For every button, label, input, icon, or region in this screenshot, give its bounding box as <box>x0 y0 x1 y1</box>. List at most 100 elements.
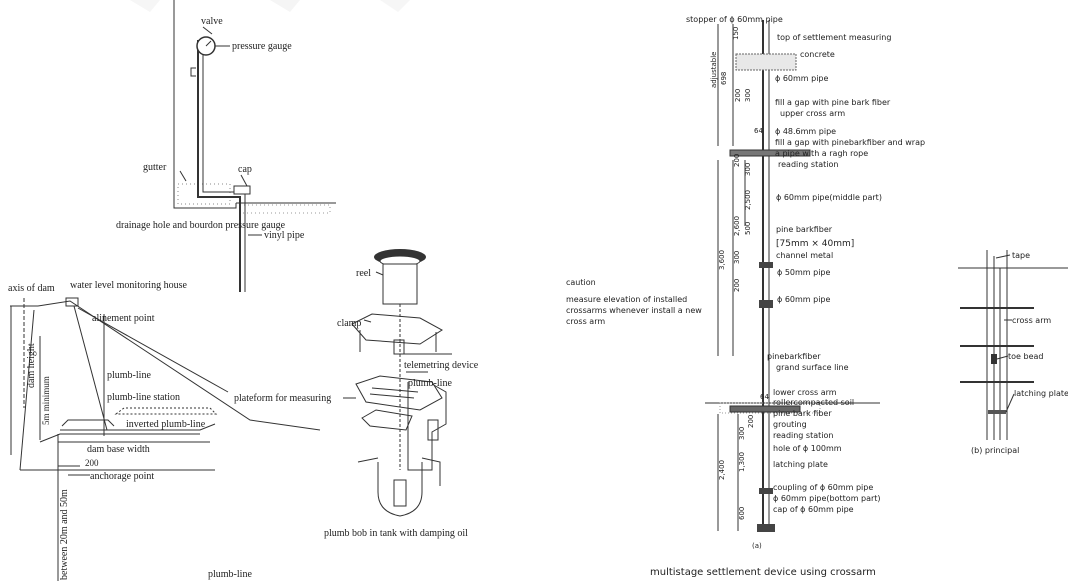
tank-base <box>357 457 441 486</box>
label-valve: valve <box>201 16 223 27</box>
plumb-bob-icon <box>393 479 407 507</box>
label-anchorage: anchorage point <box>90 471 154 482</box>
dim-2600: 2,600 <box>733 216 741 236</box>
label-alinement: alinement point <box>92 313 155 324</box>
coupling-2 <box>759 300 773 308</box>
settle-label-10: ϕ 60mm pipe(middle part) <box>776 193 882 202</box>
label-between: between 20m and 50m <box>59 489 70 580</box>
label-cap: cap <box>238 164 252 175</box>
dim-200: 200 <box>734 89 742 102</box>
label-base-width: dam base width <box>87 444 150 455</box>
dim-300d: 300 <box>738 427 746 440</box>
plumb-line-diagram: axis of dam water level monitoring house… <box>8 280 321 581</box>
dim-150: 150 <box>732 27 740 40</box>
dim-698: 698 <box>720 72 728 85</box>
upper-cross-arm <box>729 149 811 157</box>
principal-diagram: tape cross arm toe bead latching plate (… <box>958 250 1068 455</box>
lower-cross-arm <box>729 405 801 413</box>
upstream-face <box>19 309 35 471</box>
settle-label-24: latching plate <box>773 460 828 469</box>
plumb-device-diagram: reel clamp telemetring device plumb-line… <box>234 249 479 539</box>
gallery-top <box>60 423 216 431</box>
settle-label-2: concrete <box>800 50 835 59</box>
coupling-1 <box>759 262 773 268</box>
settle-label-7: fill a gap with pinebarkfiber and wrap <box>775 138 925 147</box>
settle-label-25: coupling of ϕ 60mm pipe <box>773 483 873 492</box>
label-monitoring-house: water level monitoring house <box>70 280 187 291</box>
leader-reel <box>375 271 384 276</box>
plumb-line-diag <box>77 307 229 393</box>
leader-cap <box>240 174 248 187</box>
settle-label-6: ϕ 48.6mm pipe <box>775 127 836 136</box>
clamp-block <box>393 339 405 355</box>
settle-label-9: reading station <box>778 160 838 169</box>
settle-label-3: ϕ 60mm pipe <box>775 74 829 83</box>
dim-3600: 3,600 <box>718 250 726 270</box>
label-plateform: plateform for measuring <box>234 393 331 404</box>
label-inverted-plumb: inverted plumb-line <box>126 419 206 430</box>
leader-clamp <box>363 319 372 323</box>
coupling-3 <box>759 488 773 494</box>
label-gutter: gutter <box>143 162 167 173</box>
settle-label-22: reading station <box>773 431 833 440</box>
dim-2400: 2,400 <box>718 460 726 480</box>
settle-label-11: pine barkfiber <box>776 225 833 234</box>
dim-200b: 200 <box>733 154 741 167</box>
settlement-diagram: 150 698 adjustable 200 300 64 200 3,600 … <box>566 15 925 578</box>
watermark-shape-1 <box>130 0 160 12</box>
dam-profile <box>37 300 321 431</box>
label-axis-of-dam: axis of dam <box>8 283 55 294</box>
monitoring-house-icon <box>65 297 79 307</box>
drain-pipe-inner <box>202 40 246 292</box>
gutter-fill <box>177 183 231 205</box>
leader-toe-bead <box>996 355 1009 360</box>
settle-label-20: pine bark fiber <box>773 409 832 418</box>
settle-label-21: grouting <box>773 420 807 429</box>
settle-label-17: grand surface line <box>776 363 849 372</box>
settle-label-5: upper cross arm <box>780 109 845 118</box>
lower-platform <box>361 409 413 431</box>
caution-line-1: measure elevation of installed <box>566 295 687 304</box>
reel-housing <box>382 263 418 305</box>
label-latching-plate: latching plate <box>1014 389 1068 398</box>
dim-600: 600 <box>738 507 746 520</box>
toe-bead-icon <box>991 354 997 364</box>
settle-label-19: rollercompacted soil <box>773 398 854 407</box>
dim-200d: 200 <box>747 415 755 428</box>
label-minimum: 5m minimum <box>41 376 51 425</box>
station-box <box>61 419 115 427</box>
leader-valve <box>202 26 213 35</box>
dim-64: 64 <box>754 127 763 135</box>
gallery-bottom <box>39 433 200 443</box>
label-clamp: clamp <box>337 318 361 329</box>
label-cross-arm: cross arm <box>1012 316 1051 325</box>
concrete-block <box>735 53 797 71</box>
settlement-caption: multistage settlement device using cross… <box>650 567 876 578</box>
dim-300: 300 <box>744 89 752 102</box>
label-dam-height: dam height <box>26 343 37 388</box>
soil-hatch <box>239 204 331 214</box>
bottom-cap <box>757 524 775 532</box>
dim-1300: 1,300 <box>738 452 746 472</box>
drainage-diagram: valve pressure gauge gutter cap vinyl pi… <box>116 0 336 292</box>
measuring-rails <box>369 387 419 399</box>
dim-300b: 300 <box>733 251 741 264</box>
caution-line-0: caution <box>566 278 596 287</box>
soil-hatch-top <box>719 402 821 414</box>
clamp-legs <box>359 330 437 352</box>
label-plumb-station: plumb-line station <box>107 392 180 403</box>
dim-adjustable: adjustable <box>710 52 718 89</box>
sub-label-a: (a) <box>752 542 762 550</box>
label-plumb-bob: plumb bob in tank with damping oil <box>324 528 468 539</box>
inverted-gallery <box>114 407 218 415</box>
settle-label-12: [75mm × 40mm] <box>776 239 854 249</box>
tank-outline <box>377 462 423 517</box>
dim-300c: 300 <box>744 163 752 176</box>
label-pressure-gauge: pressure gauge <box>232 41 292 52</box>
dim-500: 500 <box>744 222 752 235</box>
latching-plate-icon <box>988 410 1006 414</box>
leader-gutter <box>179 170 187 182</box>
gutter-outline <box>173 178 237 209</box>
dim-64b: 64 <box>760 393 769 401</box>
